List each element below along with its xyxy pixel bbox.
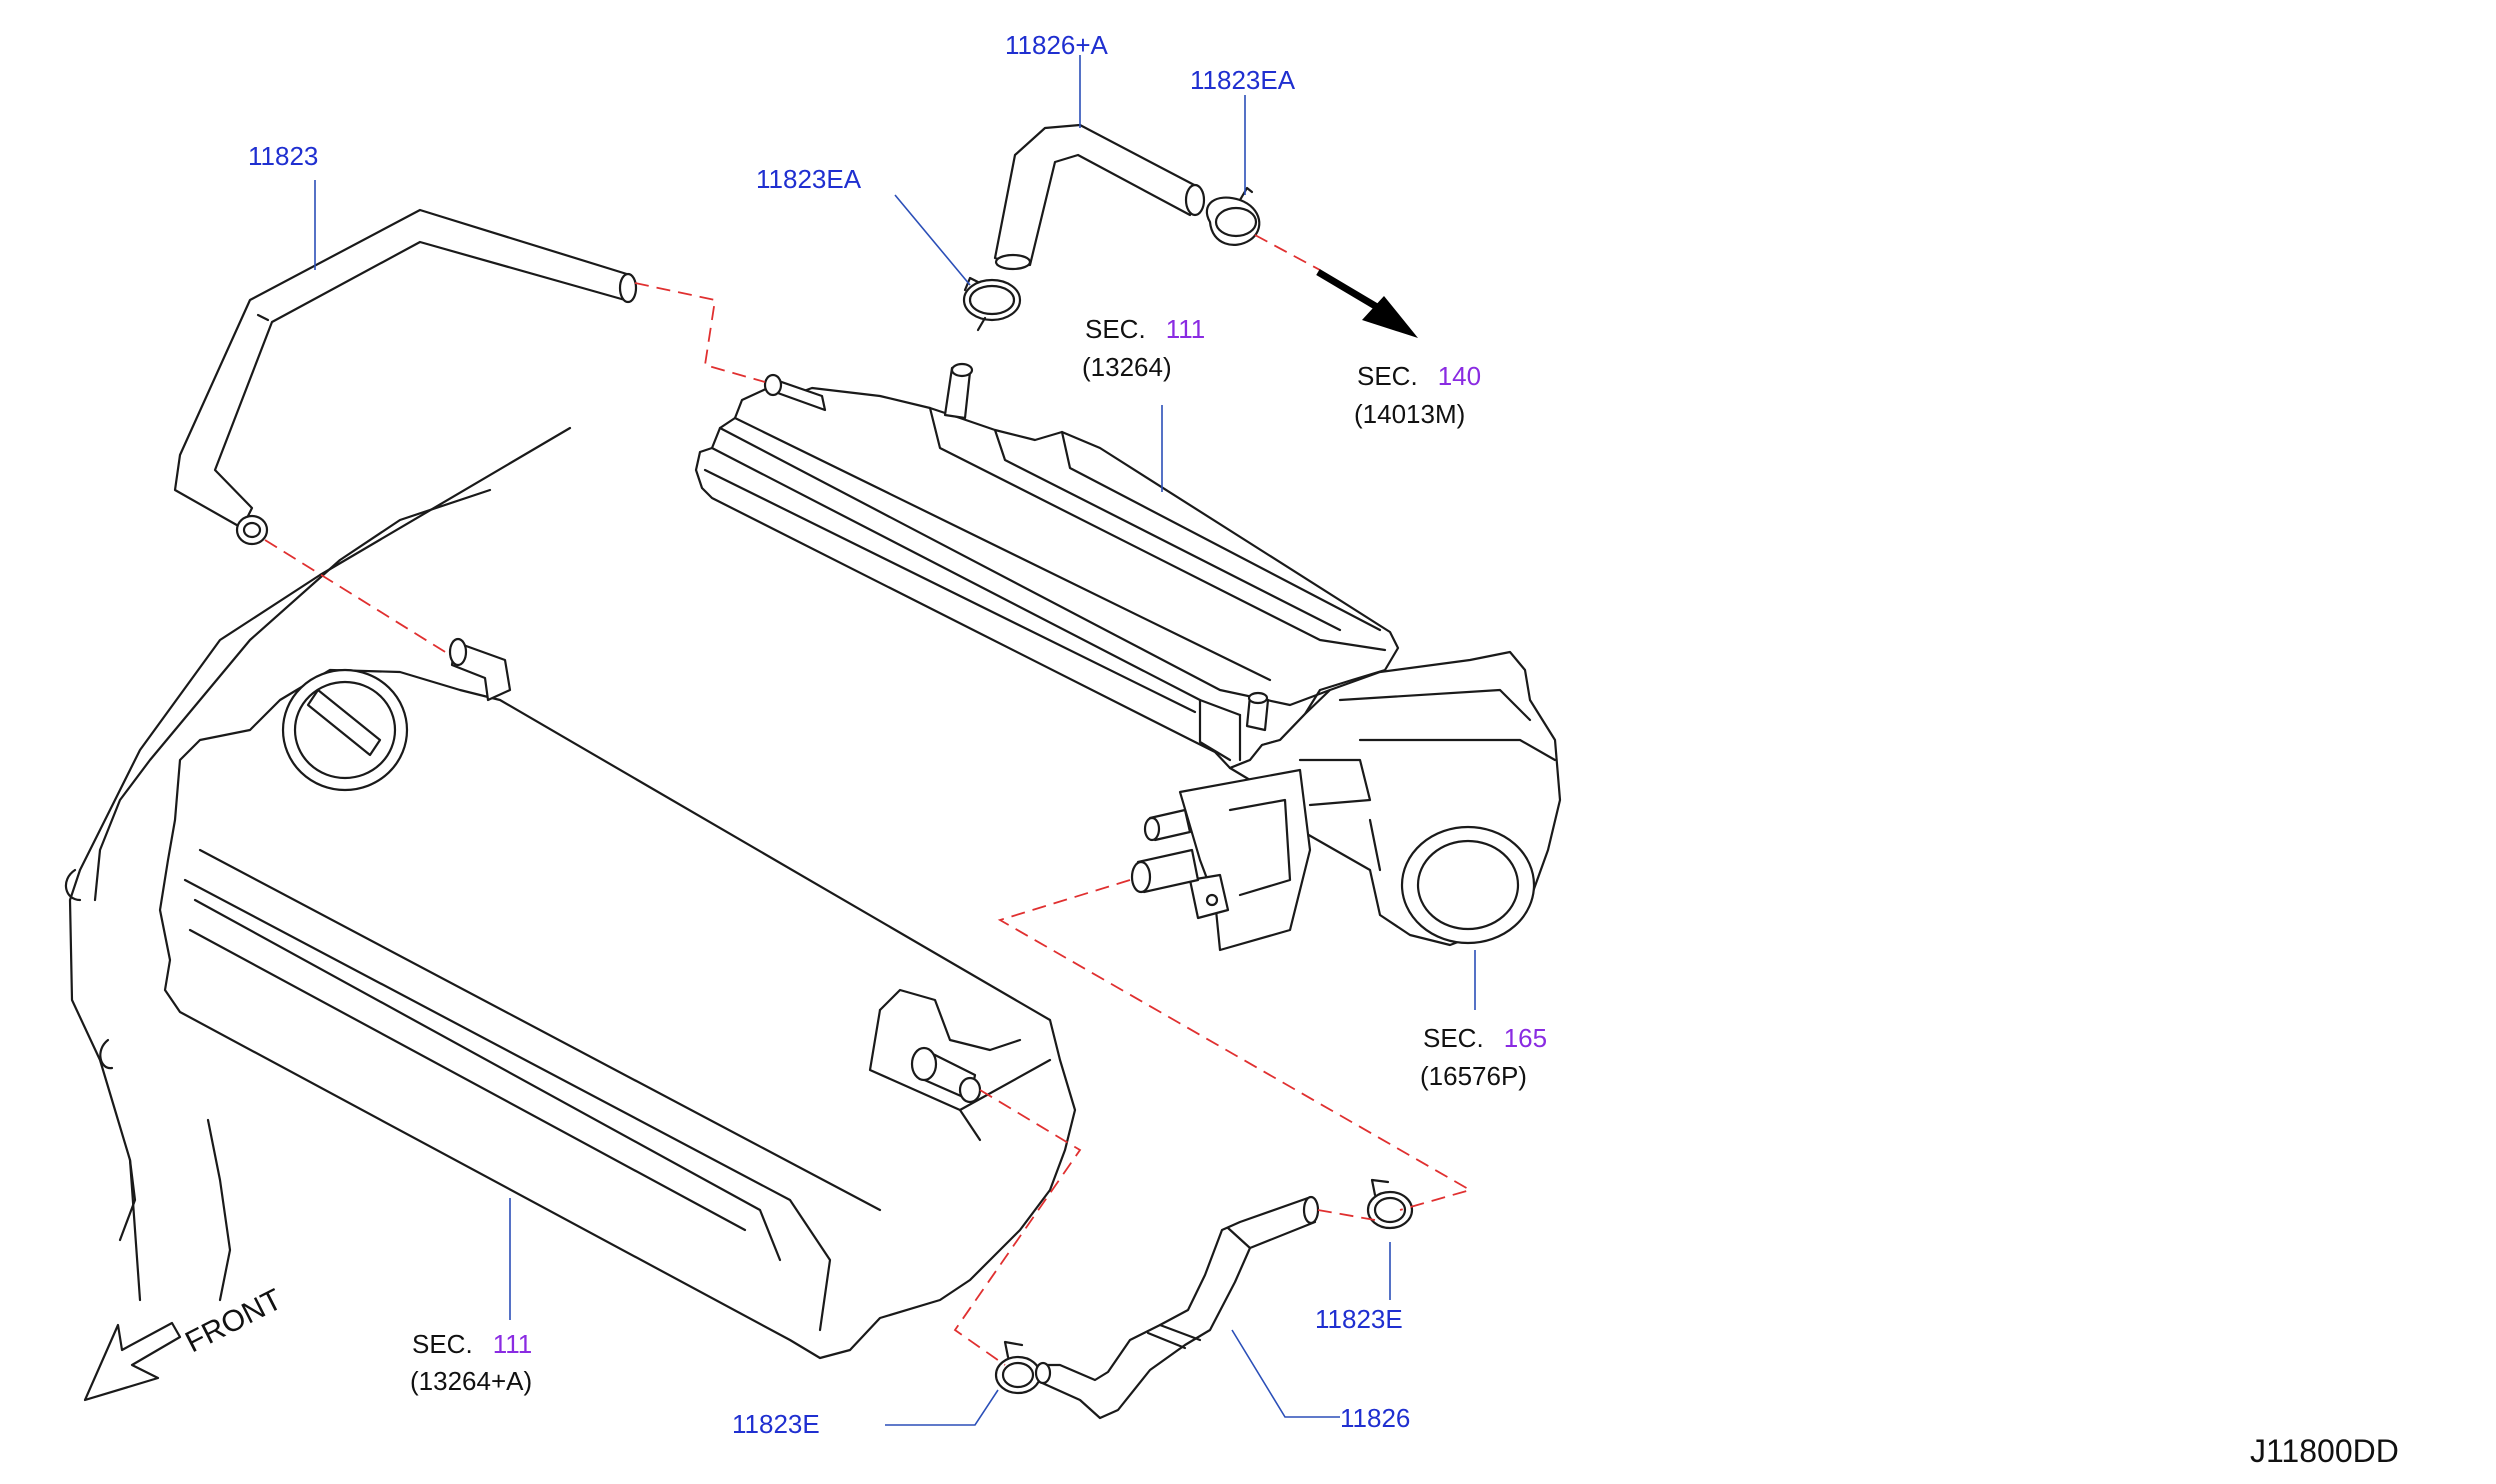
leader-lines xyxy=(314,55,1476,1426)
labels: 11823 11826+A 11823EA 11823EA 11823E 118… xyxy=(180,30,2399,1469)
section-ref-code: (14013M) xyxy=(1354,399,1465,429)
clamp-top-left xyxy=(962,276,1022,332)
sec-140-arrow xyxy=(1316,268,1418,338)
section-ref-label[interactable]: SEC.165 xyxy=(1423,1023,1547,1053)
section-ref-label[interactable]: SEC.140 xyxy=(1357,361,1481,391)
front-label: FRONT xyxy=(180,1283,287,1359)
section-ref-code: (13264) xyxy=(1082,352,1172,382)
hose-11823 xyxy=(173,208,638,546)
part-number-label[interactable]: 11823EA xyxy=(1190,65,1296,95)
section-ref-code: (13264+A) xyxy=(410,1366,532,1396)
clamp-bottom-left xyxy=(994,1340,1042,1395)
rocker-cover-rear xyxy=(694,362,1400,770)
hose-11826 xyxy=(1034,1195,1320,1420)
rocker-cover-front xyxy=(158,637,1077,1360)
hose-11826a xyxy=(993,123,1206,271)
front-arrow-icon xyxy=(83,1321,182,1402)
engine-outline xyxy=(64,426,572,1302)
clamp-top-right xyxy=(1205,186,1261,246)
part-number-label[interactable]: 11826 xyxy=(1340,1403,1410,1433)
part-number-label[interactable]: 11826+A xyxy=(1005,30,1109,60)
part-number-label[interactable]: 11823E xyxy=(732,1409,820,1439)
throttle-body xyxy=(1130,650,1562,952)
connection-lines xyxy=(264,234,1473,1366)
section-ref-code: (16576P) xyxy=(1420,1061,1527,1091)
part-number-label[interactable]: 11823 xyxy=(248,141,318,171)
part-number-label[interactable]: 11823E xyxy=(1315,1304,1403,1334)
section-ref-label[interactable]: SEC.111 xyxy=(412,1329,532,1359)
clamp-bottom-right xyxy=(1366,1178,1414,1230)
section-ref-label[interactable]: SEC.111 xyxy=(1085,314,1205,344)
part-number-label[interactable]: 11823EA xyxy=(756,164,862,194)
diagram-code: J11800DD xyxy=(2250,1433,2399,1469)
